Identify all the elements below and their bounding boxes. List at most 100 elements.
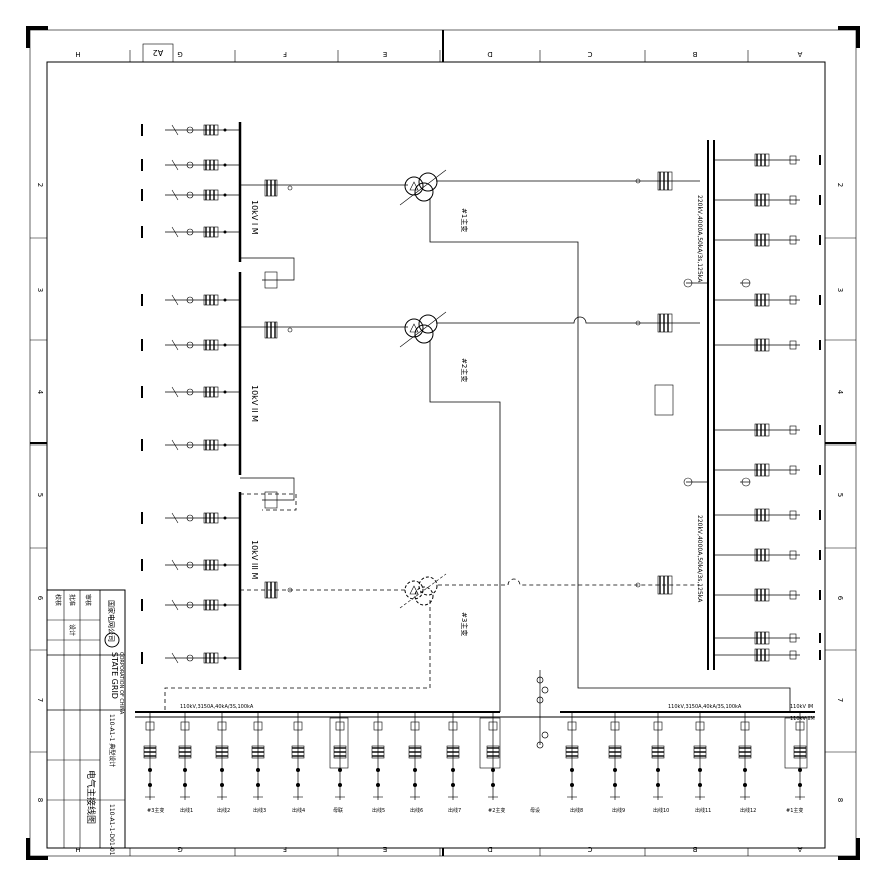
lv-feeder-bay bbox=[143, 712, 157, 800]
pt-bay-110kv bbox=[536, 670, 549, 749]
bay-labels: #3主变 出线1 出线2 出线3 出线4 母联 出线5 出线6 出线7 #2主变… bbox=[147, 807, 803, 814]
bus-10kv-1-label: 10kV I M bbox=[250, 200, 259, 235]
mv-feeder-bay bbox=[141, 559, 240, 571]
row-label: 6 bbox=[836, 596, 844, 601]
logo-text: STATE GRID bbox=[110, 652, 119, 699]
mv-feeder-bay bbox=[141, 294, 240, 306]
lv-feeder-bays bbox=[143, 712, 808, 800]
corner-mark-bl bbox=[26, 838, 48, 860]
bay-label: 出线7 bbox=[448, 807, 461, 814]
bay-label: 出线5 bbox=[372, 807, 385, 814]
column-label: A bbox=[797, 50, 802, 58]
row-label: 7 bbox=[36, 698, 44, 702]
mv-feeder-bay bbox=[141, 226, 240, 238]
row-label: 7 bbox=[836, 698, 844, 702]
transformer-2: #2主变 bbox=[399, 311, 469, 382]
project-name: 110-A1-1 典型设计 bbox=[108, 714, 116, 767]
sheet-size-box bbox=[142, 43, 174, 63]
corner-mark-tl bbox=[26, 26, 48, 48]
tb-row-approve: 批准 bbox=[68, 594, 76, 606]
row-label: 8 bbox=[836, 798, 844, 802]
bay-label: 出线12 bbox=[740, 807, 756, 814]
tb-row-review: 审核 bbox=[84, 594, 92, 606]
bus-110kv-tag-2: 110kV IIM bbox=[790, 716, 815, 722]
mv-incomer-bay bbox=[264, 581, 293, 599]
bay-label: 母联 bbox=[333, 807, 343, 814]
hv-feeder-bay bbox=[714, 548, 821, 562]
bay-label: 出线9 bbox=[612, 807, 625, 814]
column-label: F bbox=[283, 50, 287, 58]
hv-feeder-bay bbox=[714, 233, 821, 247]
hv-feeder-bay bbox=[714, 508, 821, 522]
lv-feeder-bay bbox=[486, 712, 500, 800]
transformer-3: #3主变 bbox=[399, 573, 469, 636]
bus-220kv-b-label: 220kV,4000A,50kA/3s,125kA bbox=[696, 515, 703, 603]
column-label: F bbox=[283, 845, 287, 853]
column-label: B bbox=[692, 50, 697, 58]
bus-220kv-a-label: 220kV,4000A,50kA/3s,125kA bbox=[696, 195, 703, 283]
bus-10kv-2-label: 10kV II M bbox=[250, 385, 259, 422]
row-label: 5 bbox=[36, 493, 44, 497]
bay-label: 出线1 bbox=[180, 807, 193, 814]
column-label: D bbox=[487, 845, 492, 853]
bay-label: #1主变 bbox=[786, 807, 803, 814]
row-label: 3 bbox=[836, 288, 844, 292]
column-label: A bbox=[797, 845, 802, 853]
bay-label: 出线2 bbox=[217, 807, 230, 814]
hv-pt-bay bbox=[683, 477, 751, 487]
outer-border bbox=[29, 29, 857, 857]
column-label: E bbox=[383, 845, 387, 853]
lv-feeder-bay bbox=[251, 712, 265, 800]
tb-row-check: 校核 bbox=[54, 594, 62, 606]
column-label: H bbox=[75, 50, 80, 58]
mv-feeder-bay bbox=[141, 386, 240, 398]
row-label: 4 bbox=[836, 390, 844, 395]
drawing-title: 电气主接线图 bbox=[85, 770, 97, 824]
lv-feeder-bay bbox=[371, 712, 385, 800]
hv-feeder-bay bbox=[714, 588, 821, 602]
mv-feeder-bay bbox=[141, 512, 240, 524]
drawing-number: 110-A1-1-D01-01 bbox=[108, 804, 115, 856]
mv-bus-tie bbox=[240, 257, 295, 289]
row-label: 5 bbox=[836, 493, 844, 497]
column-label: G bbox=[177, 845, 182, 853]
lv-transformer-bay-box bbox=[784, 717, 808, 769]
transformer-1: #1主变 bbox=[399, 169, 469, 232]
row-label: 6 bbox=[36, 596, 44, 601]
hv-feeder-bay bbox=[714, 193, 821, 207]
bus-10kv-3-label: 10kV III M bbox=[250, 540, 259, 579]
company-name: 国家电网公司 bbox=[107, 600, 116, 642]
corner-mark-br bbox=[838, 838, 860, 860]
bay-label: 出线11 bbox=[695, 807, 711, 814]
column-label: H bbox=[75, 845, 80, 853]
lv-feeder-bay bbox=[291, 712, 305, 800]
hv-feeder-bay bbox=[714, 648, 821, 662]
mv-feeder-bays bbox=[141, 124, 295, 664]
column-label: E bbox=[383, 50, 387, 58]
transformer-3-connections bbox=[164, 493, 700, 712]
lv-feeder-bay bbox=[446, 712, 460, 800]
hv-feeder-bay bbox=[714, 463, 821, 477]
inner-border bbox=[46, 61, 826, 849]
row-label: 2 bbox=[836, 183, 844, 187]
tb-row-design: 设计 bbox=[68, 624, 76, 636]
bay-label: 出线6 bbox=[410, 807, 423, 814]
mv-incomer-bay bbox=[264, 321, 293, 339]
mv-feeder-bay bbox=[141, 189, 240, 201]
lv-feeder-bay bbox=[215, 712, 229, 800]
bus-110kv-tag-1: 110kV IM bbox=[790, 704, 813, 710]
hv-transformer-bay bbox=[635, 313, 673, 333]
column-label: C bbox=[587, 845, 592, 853]
row-label: 4 bbox=[36, 390, 44, 395]
mv-feeder-bay bbox=[141, 124, 240, 136]
lv-bus-coupler bbox=[329, 717, 349, 769]
mv-feeder-bay bbox=[141, 599, 240, 611]
bay-label: 母设 bbox=[530, 807, 540, 814]
hv-feeder-bay bbox=[714, 293, 821, 307]
column-label: B bbox=[692, 845, 697, 853]
